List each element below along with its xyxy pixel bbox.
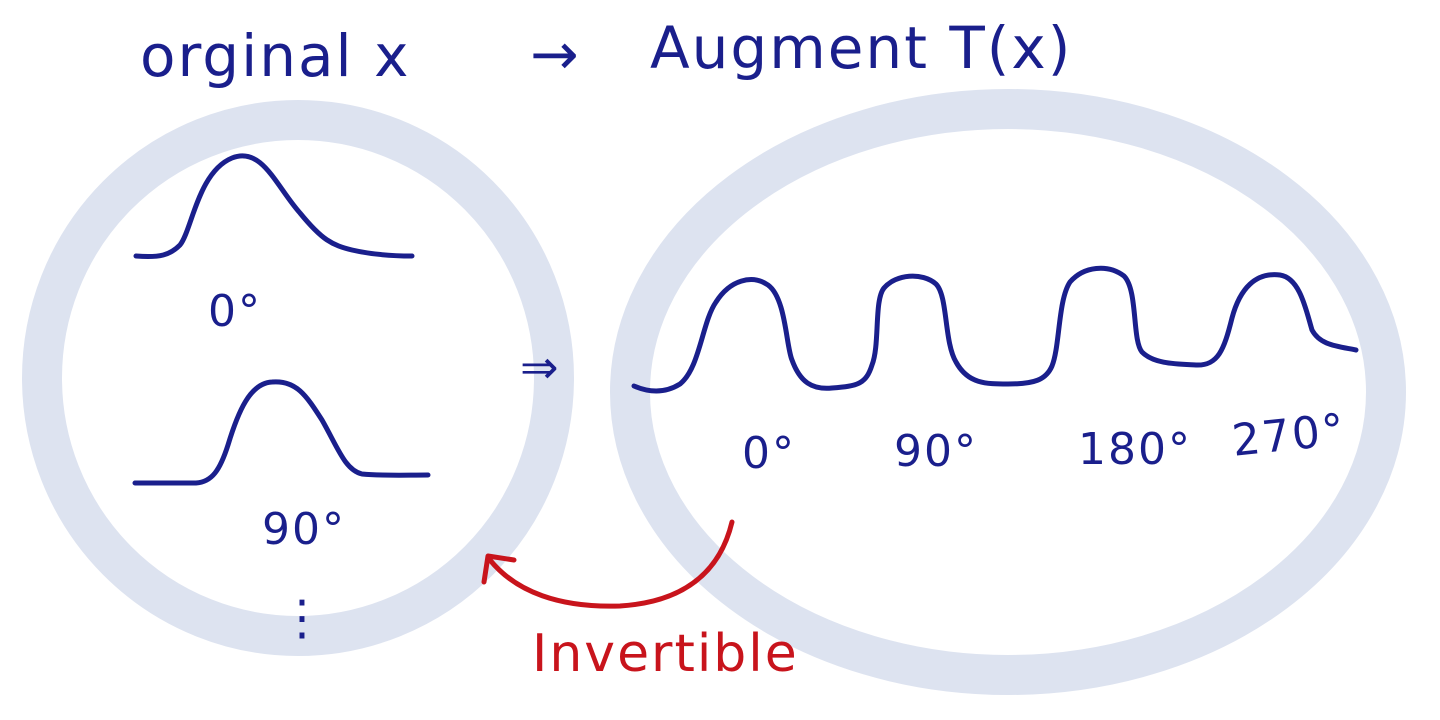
augmented-periodic-signal: [631, 265, 1359, 394]
title-arrow: →: [530, 20, 581, 88]
title-augment-tx: Augment T(x): [650, 14, 1073, 82]
original-signal-0deg: [133, 153, 415, 260]
invertible-label: Invertible: [532, 624, 799, 684]
inverse-arrow-curve: [487, 519, 735, 609]
inverse-arrow-head: [481, 553, 517, 585]
original-set-ring: [22, 100, 574, 656]
original-label-90deg: 90°: [262, 504, 346, 555]
augmented-label-180deg: 180°: [1078, 424, 1192, 475]
original-ellipsis: ⋮: [278, 590, 328, 646]
augmented-label-0deg: 0°: [742, 428, 796, 479]
augmented-set-ring: [610, 89, 1406, 695]
original-signal-90deg: [132, 379, 431, 486]
original-label-0deg: 0°: [208, 286, 262, 337]
augmented-label-90deg: 90°: [894, 426, 978, 477]
title-original-x: orginal x: [140, 22, 411, 90]
implies-arrow: ⇒: [520, 340, 561, 394]
